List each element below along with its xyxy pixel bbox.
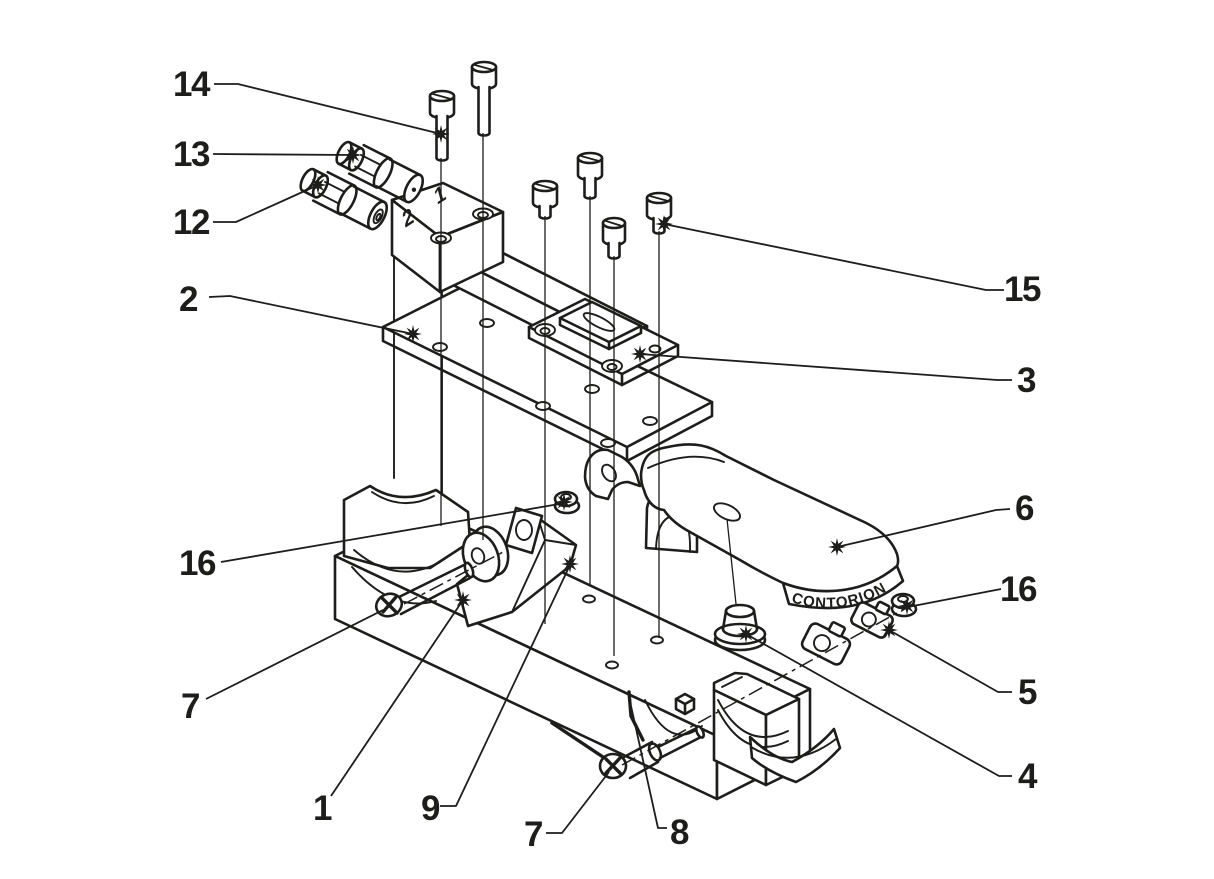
screw-b [576,151,604,200]
callout-label-9: 9 [421,789,440,828]
part-5-clamp-bracket-b [850,600,894,639]
callout-label-12: 12 [173,203,210,242]
star-14 [432,125,450,143]
saddle-rocker [748,727,842,784]
screw-c [601,216,627,260]
drop-line-bushing [726,518,737,605]
part-13-coupling [335,140,425,204]
screw-14 [428,89,456,162]
callout-labels: 14 13 12 2 16 7 1 9 7 8 15 3 6 16 5 4 [173,65,1042,854]
leader-6 [836,508,1011,548]
part-7-pivot-screw-left [374,550,506,618]
star-2 [404,325,422,343]
callout-label-7-bottom: 7 [524,815,542,854]
callout-label-13: 13 [173,135,210,174]
callout-label-15: 15 [1004,270,1041,309]
leader-12 [213,184,319,223]
star-13 [344,146,362,164]
screw-long [470,60,498,137]
leader-16-left [220,502,566,563]
part-6-clamping-lever: CONTORION [639,443,905,612]
callout-label-8: 8 [670,813,689,852]
part-4-bushing [713,603,767,652]
callout-label-5: 5 [1018,673,1037,712]
screw-axis-lines [440,133,660,656]
star-15 [655,215,673,233]
star-6 [828,538,846,556]
part-5-clamp-bracket-a [800,621,852,666]
callout-label-7-left: 7 [181,687,199,726]
callout-label-16-right: 16 [1000,570,1037,609]
callout-label-14: 14 [173,65,211,104]
leader-3 [639,353,1012,381]
leader-9 [440,564,571,807]
leader-4 [745,633,1012,777]
callout-label-6: 6 [1015,489,1034,528]
star-3 [631,345,649,363]
leader-14 [214,83,442,135]
center-axis [621,607,907,766]
leader-2 [208,295,414,335]
callout-label-2: 2 [179,280,198,319]
leader-7-left [205,609,384,700]
callout-label-3: 3 [1017,361,1036,400]
leader-lines [205,83,1012,834]
leader-13 [212,153,354,156]
star-1 [454,591,472,609]
leader-8 [630,705,667,829]
screw-15 [645,191,673,235]
screw-a [531,179,559,220]
leader-15 [663,223,1004,291]
callout-label-4: 4 [1018,757,1038,796]
callout-label-16-left: 16 [179,544,216,583]
star-4 [737,625,755,643]
part-12-coupling [299,167,389,231]
star-12 [309,176,327,194]
leader-16-right [907,588,1002,608]
star-16-left [555,493,573,511]
part-7-screw-bottom [598,725,706,780]
leader-5 [888,629,1012,693]
leader-7-bottom [546,771,610,834]
star-9 [561,555,579,573]
leader-1 [330,599,464,797]
star-16-right [898,597,916,615]
link-plate [504,506,544,555]
star-5 [880,621,898,639]
callout-label-1: 1 [313,789,332,828]
part-2-mounting-plate [381,282,714,463]
